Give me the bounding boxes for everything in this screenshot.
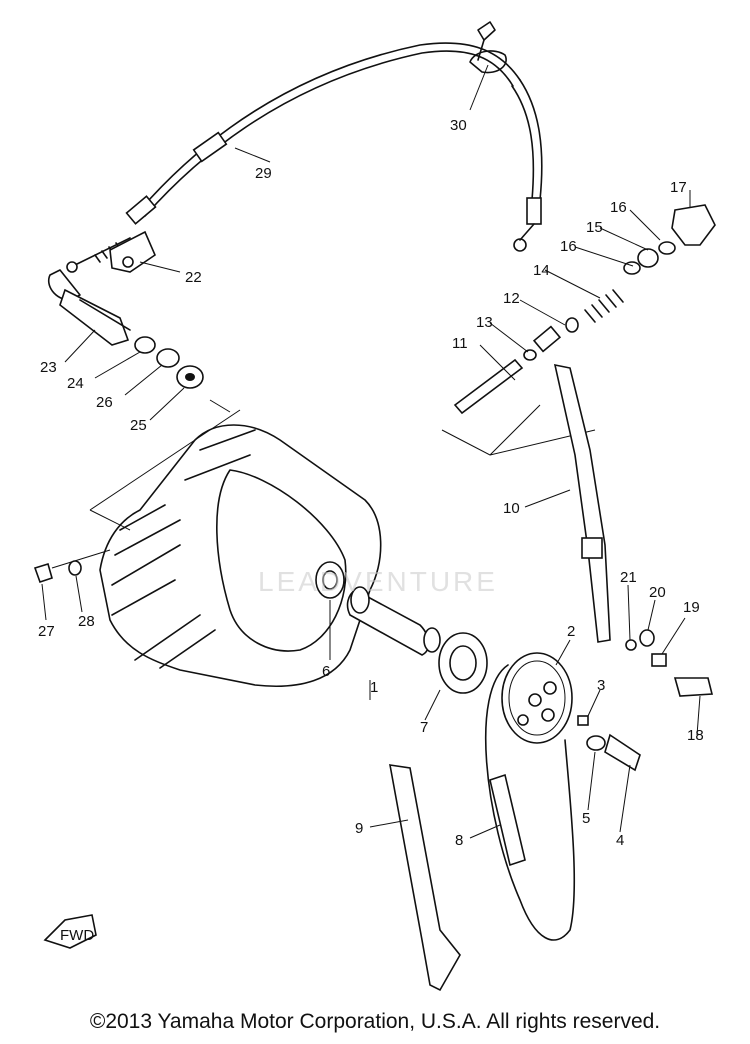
part-labels: 1 2 3 4 5 6 7 8 9 10 11 12 13 14 15 16 1… bbox=[38, 117, 704, 849]
label-17: 17 bbox=[670, 179, 687, 196]
label-8: 8 bbox=[455, 832, 463, 849]
label-28: 28 bbox=[78, 613, 95, 630]
chain-guide-lower bbox=[389, 764, 461, 992]
label-25: 25 bbox=[130, 417, 147, 434]
label-11: 11 bbox=[452, 335, 468, 352]
label-18: 18 bbox=[687, 727, 704, 744]
label-16b: 16 bbox=[560, 238, 577, 255]
label-7: 7 bbox=[420, 719, 428, 736]
bolt-washer-left bbox=[33, 549, 111, 584]
label-9: 9 bbox=[355, 820, 363, 837]
label-2: 2 bbox=[567, 623, 575, 640]
label-6: 6 bbox=[322, 663, 330, 680]
chain-guide-tensioner bbox=[553, 363, 611, 643]
label-21: 21 bbox=[620, 569, 637, 586]
label-27: 27 bbox=[38, 623, 55, 640]
fwd-label: FWD bbox=[60, 927, 94, 944]
label-19: 19 bbox=[683, 599, 700, 616]
copyright-text: ©2013 Yamaha Motor Corporation, U.S.A. A… bbox=[89, 1010, 661, 1033]
label-10: 10 bbox=[503, 500, 520, 517]
cam-chain bbox=[484, 664, 576, 941]
label-30: 30 bbox=[450, 117, 467, 134]
right-hardware bbox=[625, 629, 714, 697]
watermark: LEADVENTURE bbox=[258, 566, 498, 597]
decompression-lever bbox=[48, 269, 204, 389]
cylinder-head bbox=[99, 424, 382, 688]
label-15: 15 bbox=[586, 219, 603, 236]
label-26: 26 bbox=[96, 394, 113, 411]
camshaft-assembly bbox=[315, 561, 488, 721]
label-24: 24 bbox=[67, 375, 84, 392]
label-5: 5 bbox=[582, 810, 590, 827]
label-20: 20 bbox=[649, 584, 666, 601]
label-3: 3 bbox=[597, 677, 605, 694]
parts-diagram: FWD 1 2 3 4 5 bbox=[33, 21, 716, 992]
cable-holder bbox=[469, 21, 507, 74]
label-22: 22 bbox=[185, 269, 202, 286]
cable-adjuster bbox=[66, 230, 156, 273]
fwd-arrow-icon: FWD bbox=[43, 914, 97, 949]
throttle-cable bbox=[125, 42, 543, 252]
tensioner-assembly bbox=[453, 204, 716, 415]
label-1: 1 bbox=[370, 679, 378, 696]
label-14: 14 bbox=[533, 262, 550, 279]
label-4: 4 bbox=[616, 832, 624, 849]
label-12: 12 bbox=[503, 290, 520, 307]
sprocket-hardware bbox=[577, 715, 641, 772]
cam-sprocket bbox=[501, 652, 573, 744]
label-13: 13 bbox=[476, 314, 493, 331]
leader-lines bbox=[41, 64, 701, 839]
label-23: 23 bbox=[40, 359, 57, 376]
label-29: 29 bbox=[255, 165, 272, 182]
label-16a: 16 bbox=[610, 199, 627, 216]
